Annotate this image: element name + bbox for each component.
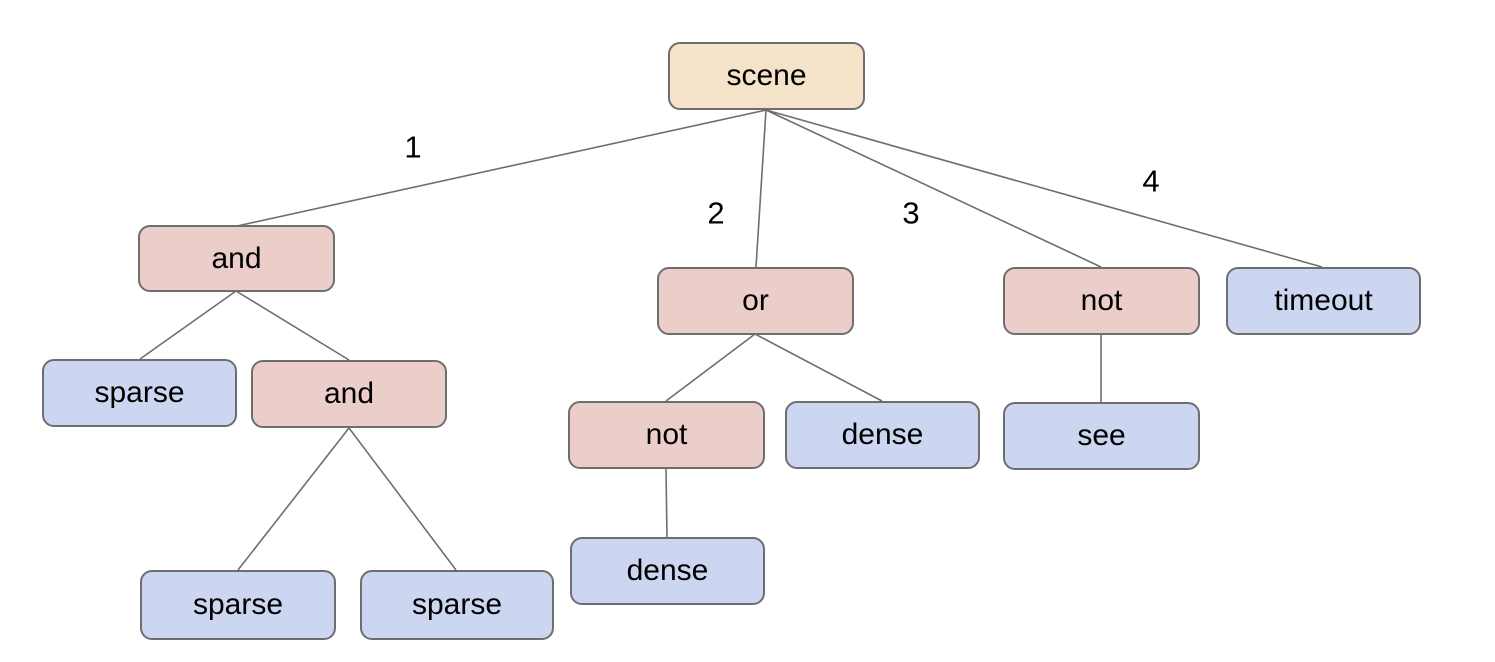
node-and-2: and (251, 360, 447, 428)
edge-label-3: 3 (902, 195, 920, 231)
node-sparse-bottom-left: sparse (140, 570, 336, 640)
edge-scene-or (755, 109, 767, 268)
edge-and-and (235, 290, 350, 361)
edge-scene-and (236, 109, 767, 227)
node-not-right: not (1003, 267, 1200, 335)
node-dense-bottom: dense (570, 537, 765, 605)
edge-and2-sparse-right (348, 427, 457, 571)
node-or: or (657, 267, 854, 335)
node-see: see (1003, 402, 1200, 470)
node-timeout: timeout (1226, 267, 1421, 335)
node-dense-mid: dense (785, 401, 980, 469)
edge-scene-timeout (765, 109, 1323, 268)
edge-scene-not (765, 109, 1102, 268)
edge-and-sparse (139, 290, 237, 360)
node-not-mid: not (568, 401, 765, 469)
edge-label-4: 4 (1142, 163, 1160, 199)
node-sparse-bottom-right: sparse (360, 570, 554, 640)
node-scene: scene (668, 42, 865, 110)
edge-not2-dense (665, 467, 668, 538)
edge-label-1: 1 (404, 129, 422, 165)
edge-or-dense (754, 333, 883, 402)
edge-label-2: 2 (707, 195, 725, 231)
edge-or-not (665, 333, 756, 402)
node-sparse-1: sparse (42, 359, 237, 427)
edge-and2-sparse-left (237, 427, 350, 571)
node-and-1: and (138, 225, 335, 292)
